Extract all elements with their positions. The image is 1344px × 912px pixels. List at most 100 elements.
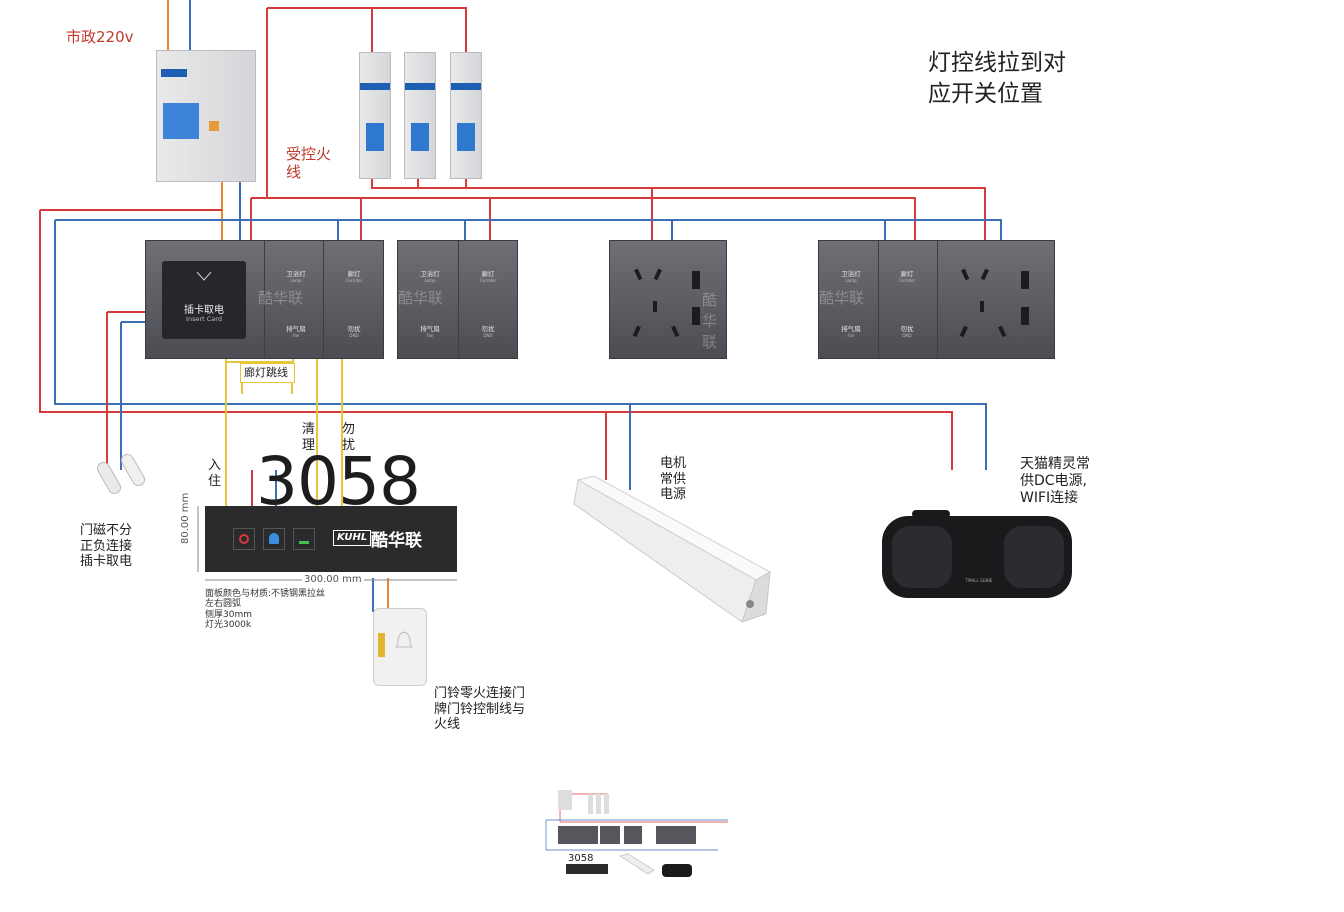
switch-sublabel: Corridor bbox=[479, 278, 497, 283]
door-sensor-label: 门磁不分 正负连接 插卡取电 bbox=[80, 523, 133, 570]
outer-neutral-loop bbox=[54, 219, 1002, 470]
breaker-2-badge bbox=[405, 83, 435, 90]
switch-label: 卫浴灯 bbox=[420, 270, 440, 278]
brand-name: 酷华联 bbox=[371, 531, 422, 551]
switch-sublabel: DND bbox=[902, 333, 912, 338]
switch-sublabel: DND bbox=[483, 333, 493, 338]
breaker-3-toggle bbox=[457, 123, 475, 151]
breaker-toggle bbox=[163, 103, 199, 139]
switch-a-col-1 bbox=[264, 241, 323, 358]
speaker-grille-right bbox=[1004, 526, 1064, 588]
door-plate: KUHL 酷华联 bbox=[205, 506, 457, 572]
breaker-2 bbox=[404, 52, 436, 179]
speaker-display bbox=[962, 538, 996, 572]
corridor-jumper bbox=[225, 358, 294, 510]
switch-sublabel: Corridor bbox=[898, 278, 916, 283]
broom-icon bbox=[299, 534, 309, 544]
panel-spec: 面板颜色与材质:不锈钢黑拉丝 左右圆弧 侧厚30mm 灯光3000k bbox=[205, 589, 326, 631]
door-sensor bbox=[97, 453, 145, 495]
switch-label: 廊灯 bbox=[900, 270, 914, 278]
switch-sublabel: Lamp bbox=[290, 278, 302, 283]
speaker-grille-left bbox=[892, 526, 952, 588]
card-switch-subtitle: Insert Card bbox=[186, 315, 222, 323]
live-distribution bbox=[250, 188, 916, 240]
height-dimension: 80.00 mm bbox=[180, 492, 191, 544]
switch-c-col bbox=[878, 241, 937, 358]
switch-socket-panel: 卫浴灯 Lamp 廊灯 Corridor 排气扇 Fan 勿扰 DND 酷华联 bbox=[818, 240, 1055, 359]
switch-label: 勿扰 bbox=[481, 325, 495, 333]
thumbnail-preview bbox=[545, 790, 728, 877]
smart-speaker: TMALL GENIE bbox=[882, 516, 1072, 598]
panel-signal-wires bbox=[316, 358, 343, 510]
speaker-brand: TMALL GENIE bbox=[965, 578, 993, 583]
mains-label: 市政220v bbox=[66, 28, 134, 46]
switch-panel-b: 卫浴灯 Lamp 廊灯 Corridor 排气扇 Fan 勿扰 DND 酷华联 bbox=[397, 240, 518, 359]
instruction-note: 灯控线拉到对 应开关位置 bbox=[928, 50, 1066, 108]
card-insert-arrow-icon bbox=[196, 271, 212, 281]
power-icon bbox=[239, 534, 249, 544]
corridor-jumper-label: 廊灯跳线 bbox=[244, 366, 288, 379]
motor-label: 电机 常供 电源 bbox=[660, 456, 687, 503]
doorbell-label: 门铃零火连接门 牌门铃控制线与 火线 bbox=[434, 686, 526, 733]
switch-label: 廊灯 bbox=[347, 270, 361, 278]
watermark: 酷华联 bbox=[819, 289, 865, 307]
watermark: 酷华联 bbox=[258, 289, 304, 307]
breaker-1-badge bbox=[360, 83, 390, 90]
test-button bbox=[209, 121, 219, 131]
switch-sublabel: Lamp bbox=[424, 278, 436, 283]
switch-sublabel: Fan bbox=[426, 333, 434, 338]
socket-face-2 bbox=[959, 268, 1029, 338]
switch-sublabel: DND bbox=[349, 333, 359, 338]
switch-sublabel: Lamp bbox=[845, 278, 857, 283]
switch-label: 勿扰 bbox=[347, 325, 361, 333]
switch-a-col-2 bbox=[323, 241, 382, 358]
breaker-3-badge bbox=[451, 83, 481, 90]
controlled-live-label: 受控火 线 bbox=[286, 145, 332, 181]
breaker-1 bbox=[359, 52, 391, 179]
check-in-indicator bbox=[233, 528, 255, 550]
switch-label: 卫浴灯 bbox=[841, 270, 861, 278]
doorbell-terminal bbox=[378, 633, 385, 657]
leakage-breaker bbox=[156, 50, 256, 182]
switch-label: 卫浴灯 bbox=[286, 270, 306, 278]
bell-icon bbox=[269, 533, 279, 544]
brand-logo: KUHL bbox=[333, 530, 372, 546]
card-slot: 插卡取电 Insert Card bbox=[162, 261, 246, 339]
bell-icon bbox=[395, 631, 413, 648]
breaker-2-toggle bbox=[411, 123, 429, 151]
width-dimension: 300.00 mm bbox=[302, 574, 364, 586]
check-in-label: 入 住 bbox=[208, 458, 222, 489]
switch-label: 勿扰 bbox=[900, 325, 914, 333]
clean-indicator bbox=[293, 528, 315, 550]
switch-label: 排气扇 bbox=[420, 325, 440, 333]
switch-sublabel: Fan bbox=[292, 333, 300, 338]
speaker-top-button bbox=[912, 510, 950, 518]
corridor-jumper-box: 廊灯跳线 bbox=[240, 363, 295, 383]
switch-label: 排气扇 bbox=[286, 325, 306, 333]
breaker-1-toggle bbox=[366, 123, 384, 151]
breaker-3 bbox=[450, 52, 482, 179]
switch-sublabel: Corridor bbox=[345, 278, 363, 283]
usb-socket-panel: 酷华联 bbox=[609, 240, 727, 359]
card-switch-panel: 插卡取电 Insert Card 卫浴灯 Lamp 廊灯 Corridor 排气… bbox=[145, 240, 384, 359]
tmall-label: 天猫精灵常 供DC电源, WIFI连接 bbox=[1020, 456, 1090, 506]
diagram-thumbnail[interactable]: 3058 bbox=[538, 784, 746, 910]
card-switch-title: 插卡取电 bbox=[184, 305, 224, 316]
controlled-live-bus bbox=[266, 7, 467, 198]
clean-label: 清 理 bbox=[302, 422, 316, 453]
door-sensor-live bbox=[106, 311, 146, 480]
switch-sublabel: Fan bbox=[847, 333, 855, 338]
watermark: 酷华联 bbox=[398, 289, 444, 307]
doorbell-indicator bbox=[263, 528, 285, 550]
switch-label: 廊灯 bbox=[481, 270, 495, 278]
switch-label: 排气扇 bbox=[841, 325, 861, 333]
curtain-motor bbox=[573, 475, 772, 623]
socket-col bbox=[937, 241, 1055, 358]
doorbell bbox=[373, 608, 427, 686]
thumbnail-room-number: 3058 bbox=[568, 853, 594, 864]
watermark: 酷华联 bbox=[702, 291, 718, 351]
door-sensor-neutral bbox=[120, 321, 146, 470]
outer-live-loop bbox=[39, 209, 953, 470]
